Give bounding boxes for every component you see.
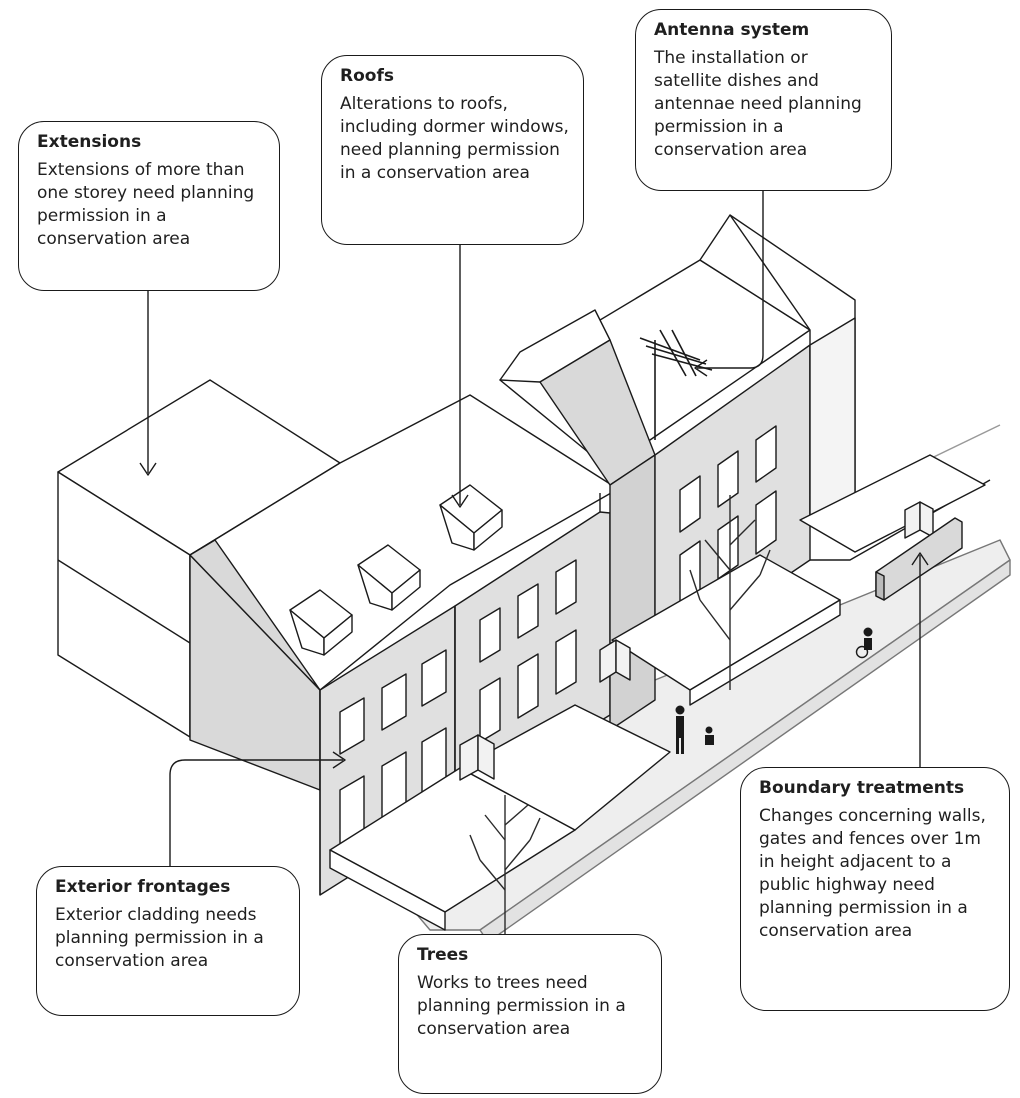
front-gardens [329, 454, 986, 931]
callout-text: Changes concerning walls, gates and fenc… [759, 806, 986, 941]
callout-title: Roofs [340, 66, 394, 86]
callout-text: The installation or satellite dishes and… [654, 48, 862, 160]
callout-roofs: Roofs Alterations to roofs, including do… [321, 55, 584, 245]
tree-back [689, 495, 771, 690]
callout-text: Exterior cladding needs planning permiss… [55, 905, 264, 971]
callout-title: Antenna system [654, 20, 810, 40]
dormer-windows [289, 484, 503, 656]
wheelchair-wheel [855, 645, 869, 659]
callout-exterior-frontages: Exterior frontages Exterior cladding nee… [36, 866, 300, 1016]
pedestrian [675, 627, 873, 754]
callout-title: Trees [417, 945, 469, 965]
callout-title: Exterior frontages [55, 877, 231, 897]
callout-text: Alterations to roofs, including dormer w… [340, 94, 569, 183]
facade-windows [339, 425, 777, 845]
boundary-wall [875, 517, 963, 601]
callout-text: Works to trees need planning permission … [417, 973, 626, 1039]
antenna-mast [639, 329, 713, 440]
callout-trees: Trees Works to trees need planning permi… [398, 934, 662, 1094]
callout-text: Extensions of more than one storey need … [37, 160, 255, 249]
callout-antenna-system: Antenna system The installation or satel… [635, 9, 892, 191]
callout-title: Extensions [37, 132, 142, 152]
callout-boundary-treatments: Boundary treatments Changes concerning w… [740, 767, 1010, 1011]
callout-title: Boundary treatments [759, 778, 965, 798]
callout-extensions: Extensions Extensions of more than one s… [18, 121, 280, 291]
leader-lines [139, 191, 929, 866]
tree-front [469, 795, 541, 940]
